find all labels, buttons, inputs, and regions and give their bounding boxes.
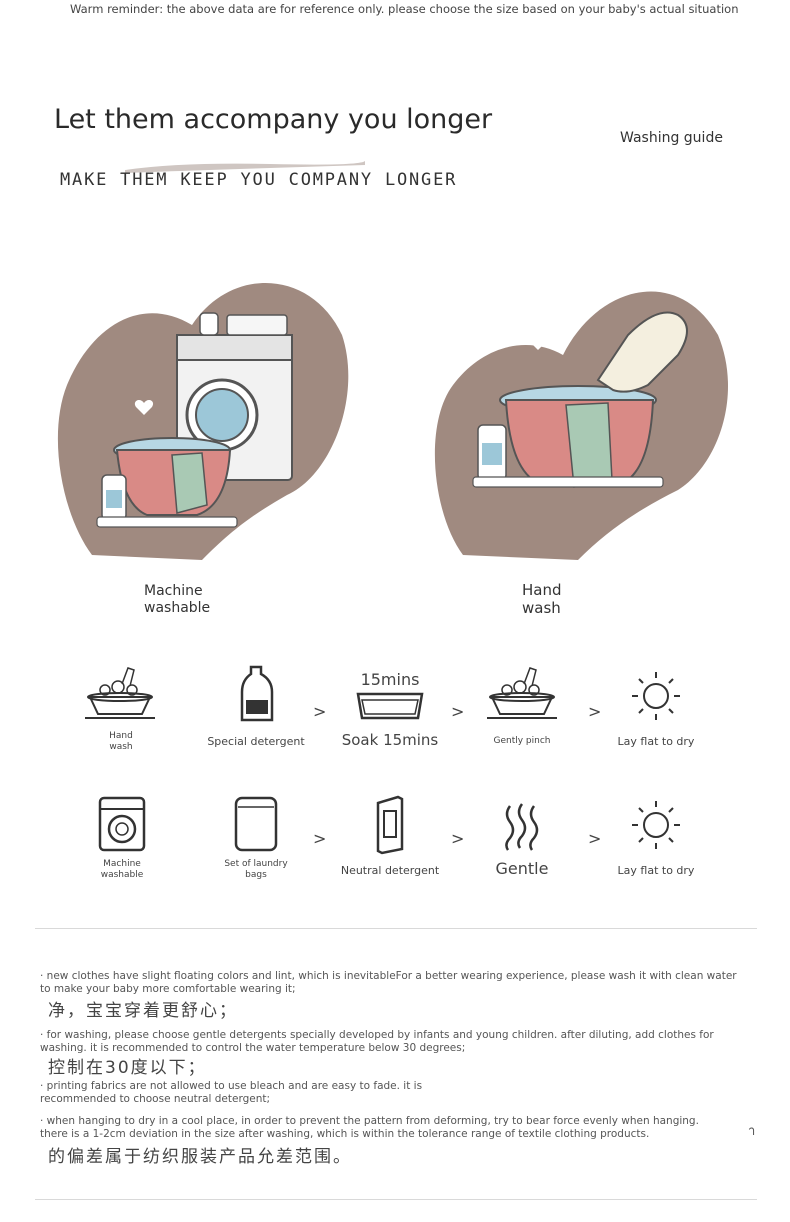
page-title: Let them accompany you longer — [54, 104, 493, 135]
care-note-2: · for washing, please choose gentle dete… — [40, 1029, 714, 1054]
step-lay-flat-label: Lay flat to dry — [617, 864, 695, 877]
hand-caption-line-1: Hand — [522, 581, 562, 599]
step-arrow: > — [451, 829, 465, 848]
care-note-3: · printing fabrics are not allowed to us… — [40, 1080, 423, 1105]
step-laundry-bags-label: Set of laundry bags — [206, 859, 306, 881]
bags-label-line-1: Set of laundry — [224, 859, 288, 869]
care-note-4: · when hanging to dry in a cool place, i… — [40, 1115, 699, 1140]
gentle-steam-icon — [505, 803, 539, 851]
soak-container-icon — [356, 692, 424, 720]
step-arrow: > — [588, 702, 602, 721]
brush-stroke-decoration — [120, 161, 365, 174]
care-note-1-cjk: 净，宝宝穿着更舒心； — [48, 1001, 238, 1021]
care-note-4-cjk: 的偏差属于纺织服装产品允差范围。 — [48, 1147, 352, 1167]
step-special-detergent-label: Special detergent — [207, 735, 305, 748]
warm-reminder: Warm reminder: the above data are for re… — [70, 2, 739, 16]
care-note-1: · new clothes have slight floating color… — [40, 970, 737, 995]
machine-label-line-1: Machine — [103, 859, 141, 869]
step-arrow: > — [451, 702, 465, 721]
hand-wash-label-line-1: Hand — [109, 731, 133, 741]
hand-caption-line-2: wash — [522, 599, 561, 617]
soak-timer-label: 15mins — [360, 670, 420, 689]
step-arrow: > — [313, 702, 327, 721]
hand-wash-caption: Hand wash — [522, 581, 562, 617]
step-gently-pinch-label: Gently pinch — [493, 736, 551, 746]
neutral-detergent-box-icon — [376, 795, 404, 855]
divider — [35, 928, 757, 929]
page-subtitle: MAKE THEM KEEP YOU COMPANY LONGER — [60, 170, 458, 190]
bags-label-line-2: bags — [245, 870, 267, 880]
divider — [35, 1199, 757, 1200]
care-note-2-cjk: 控制在30度以下； — [48, 1058, 207, 1078]
laundry-bag-icon — [234, 796, 278, 852]
machine-wash-illustration — [57, 282, 349, 560]
hand-wash-illustration — [434, 291, 729, 560]
washing-guide-label: Washing guide — [620, 130, 723, 146]
step-neutral-detergent-label: Neutral detergent — [340, 864, 440, 877]
machine-caption-line-2: washable — [144, 600, 211, 616]
washing-machine-icon — [98, 796, 146, 852]
step-lay-flat-label: Lay flat to dry — [617, 735, 695, 748]
sun-icon — [632, 672, 680, 720]
step-soak-label: Soak 15mins — [341, 731, 439, 749]
detergent-bottle-icon — [240, 665, 274, 722]
machine-label-line-2: washable — [100, 870, 144, 880]
sun-icon — [632, 801, 680, 849]
step-arrow: > — [588, 829, 602, 848]
hand-wash-basin-icon — [85, 667, 155, 719]
gently-pinch-basin-icon — [487, 667, 557, 719]
machine-caption-line-1: Machine — [144, 583, 203, 599]
step-hand-wash-label: Hand wash — [81, 731, 161, 753]
step-machine-washable-label: Machine washable — [82, 859, 162, 881]
machine-caption: Machine washable — [144, 583, 210, 617]
step-gentle-label: Gentle — [495, 859, 549, 878]
hand-wash-label-line-2: wash — [109, 742, 133, 752]
stray-mark: า — [748, 1124, 756, 1139]
step-arrow: > — [313, 829, 327, 848]
